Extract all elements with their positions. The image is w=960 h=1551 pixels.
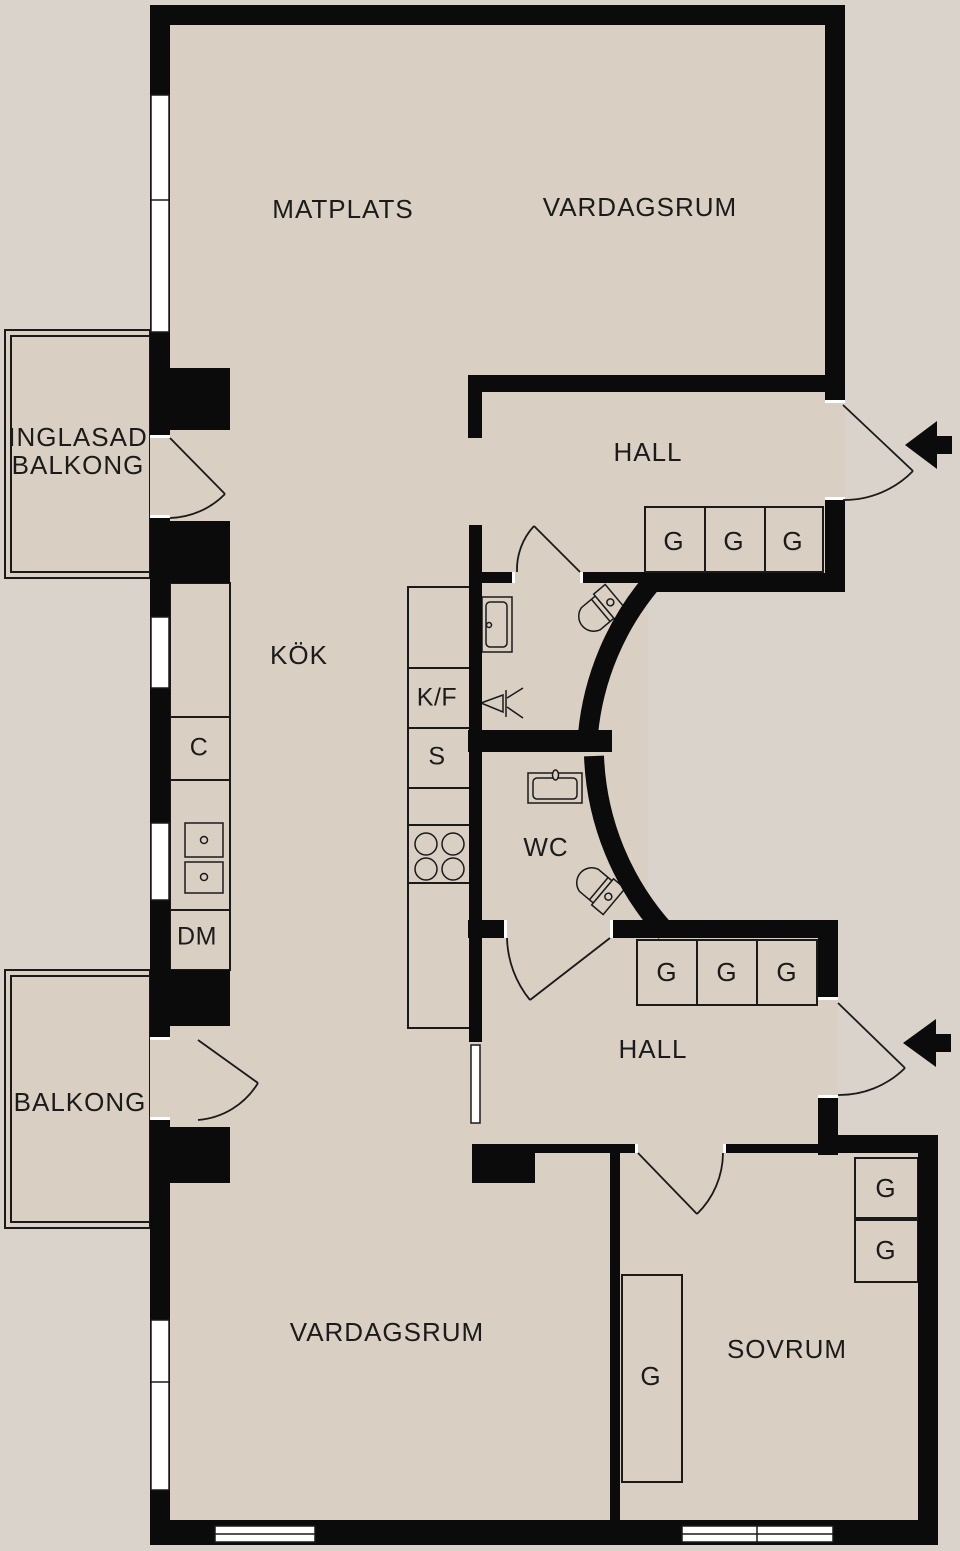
room-label-vardagsrum-top: VARDAGSRUM [542, 191, 738, 222]
spotlight-icon [478, 687, 524, 719]
toilet-icon [576, 867, 627, 916]
oven-icon [184, 822, 224, 858]
windows [150, 94, 845, 1543]
sink-icon [481, 596, 513, 653]
wardrobe-label: G [776, 956, 798, 987]
inglasad-line2: BALKONG [11, 450, 145, 480]
room-label-balkong: BALKONG [13, 1086, 147, 1117]
door-swings [169, 404, 914, 1215]
interior-floor [5, 5, 938, 1545]
inglasad-line1: INGLASAD [8, 421, 148, 452]
wardrobe-label: G [656, 956, 678, 987]
door-openings [150, 403, 845, 1153]
sink-icon [527, 769, 583, 804]
room-label-vardagsrum-bottom: VARDAGSRUM [289, 1316, 485, 1347]
fixture-label-s: S [428, 742, 446, 771]
wardrobe-boxes [621, 506, 919, 1483]
stove-burners-icon [414, 832, 465, 881]
oven-icon [184, 861, 224, 894]
wardrobe-label: G [663, 525, 685, 556]
wardrobe-label: G [723, 525, 745, 556]
wardrobe-label: G [875, 1234, 897, 1265]
room-label-sovrum: SOVRUM [726, 1333, 848, 1364]
room-label-hall-lower: HALL [618, 1033, 688, 1064]
room-label-kok: KÖK [270, 639, 328, 670]
wardrobe-label: G [640, 1360, 662, 1391]
room-label-hall-upper: HALL [613, 436, 683, 467]
room-label-wc: WC [523, 831, 569, 862]
curved-stairwell-wall [578, 575, 674, 939]
wardrobe-label: G [875, 1172, 897, 1203]
room-label-inglasad-balkong: INGLASAD BALKONG [8, 423, 148, 479]
room-label-matplats: MATPLATS [272, 193, 414, 224]
fixture-label-dm: DM [177, 922, 217, 951]
fixture-label-c: C [189, 733, 209, 762]
interior-glass-partition [470, 1044, 481, 1124]
entry-arrow-icon [905, 421, 952, 469]
entry-arrow-icon [903, 1019, 951, 1067]
wardrobe-label: G [782, 525, 804, 556]
wardrobe-label: G [716, 956, 738, 987]
fixture-label-kf: K/F [416, 683, 458, 712]
